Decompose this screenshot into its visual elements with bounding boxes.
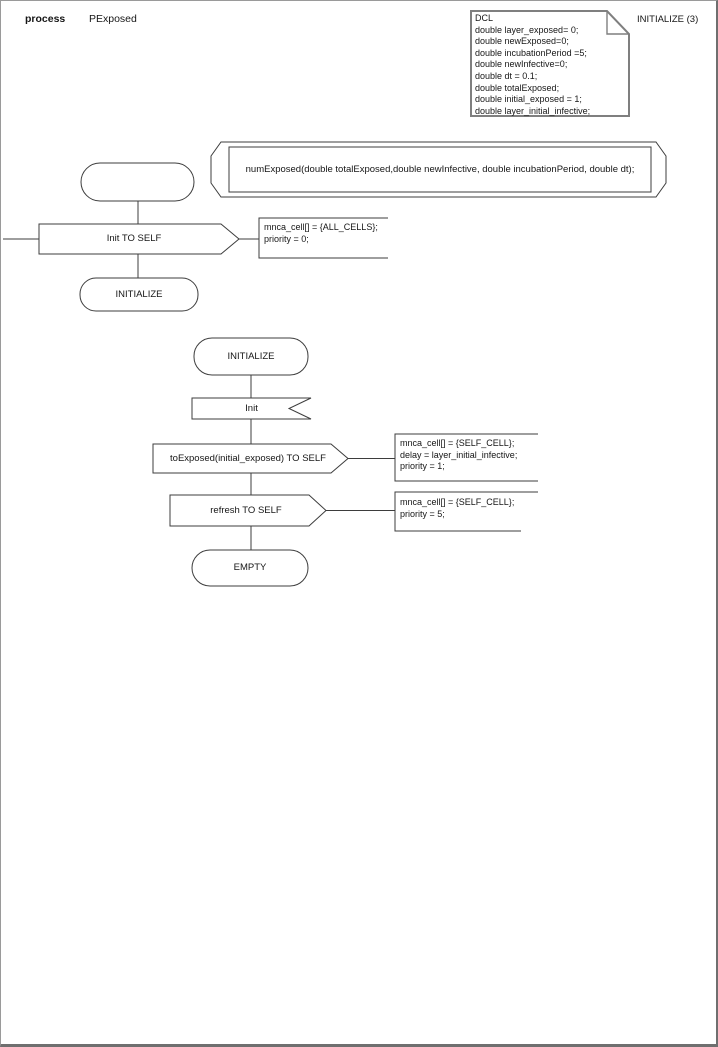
procedure-signature-shape[interactable] [210,141,667,198]
comment-bracket-2[interactable] [394,433,538,482]
output-refresh-label: refresh TO SELF [210,504,282,516]
output-refresh-symbol[interactable] [169,494,327,527]
output-toexposed-label: toExposed(initial_exposed) TO SELF [170,452,326,464]
start-symbol[interactable] [80,162,195,202]
initialize-count-label: INITIALIZE (3) [637,14,699,25]
process-name-label: PExposed [89,13,137,25]
process-kind-label: process [25,13,66,25]
output-toexposed-symbol[interactable] [152,443,349,474]
state-initialize-label-2: INITIALIZE [227,350,275,362]
comment-bracket-1[interactable] [258,217,388,259]
state-empty-label: EMPTY [233,562,267,573]
state-empty-symbol[interactable] [191,549,309,587]
output-init-symbol[interactable] [38,223,240,255]
comment-refresh-text: mnca_cell[] = {SELF_CELL}; priority = 5; [400,497,515,519]
dcl-note-shape[interactable] [470,10,630,117]
input-init-symbol[interactable] [191,397,312,420]
input-init-label: Init [245,402,258,414]
state-initialize-symbol-1[interactable] [79,277,199,312]
output-init-label: Init TO SELF [106,233,162,244]
dcl-note-text: DCL double layer_exposed= 0; double newE… [475,13,591,116]
state-initialize-label-1: INITIALIZE [115,288,163,300]
comment-bracket-3[interactable] [394,491,538,532]
comment-init-text: mnca_cell[] = {ALL_CELLS}; priority = 0; [264,222,378,244]
procedure-signature-text: numExposed(double totalExposed,double ne… [245,163,635,175]
comment-toexposed-text: mnca_cell[] = {SELF_CELL}; delay = layer… [400,438,518,472]
